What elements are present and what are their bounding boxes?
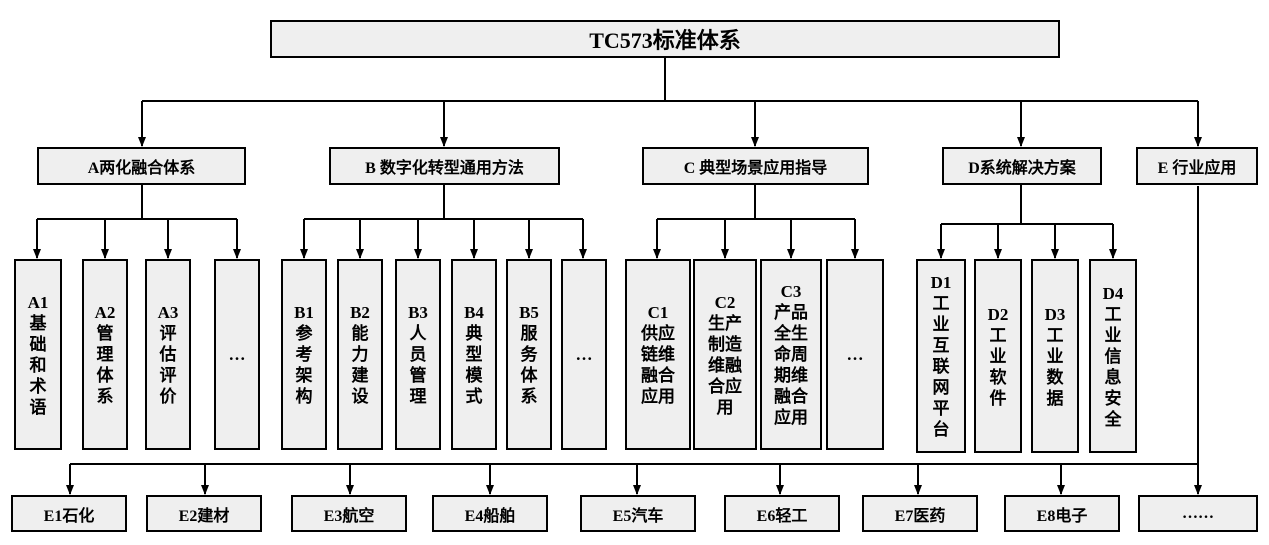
industry-e4: E4船舶 bbox=[432, 495, 548, 532]
leaf-label: 服务体系 bbox=[520, 324, 538, 406]
industry-e2: E2建材 bbox=[146, 495, 262, 532]
leaf-label: 评估评价 bbox=[159, 324, 177, 406]
category-b: B 数字化转型通用方法 bbox=[329, 147, 560, 185]
leaf-code: D1 bbox=[930, 273, 952, 292]
leaf-b1: B1 参考架构 bbox=[281, 259, 327, 450]
leaf-code: B1 bbox=[294, 303, 314, 322]
leaf-code: A2 bbox=[94, 303, 116, 322]
category-c: C 典型场景应用指导 bbox=[642, 147, 869, 185]
leaf-code: D4 bbox=[1102, 283, 1124, 303]
leaf-c3: C3 产品全生命周期维融合应用 bbox=[760, 259, 822, 450]
category-a: A两化融合体系 bbox=[37, 147, 246, 185]
leaf-label: 生产制造维融合应用 bbox=[708, 313, 742, 417]
industry-e8: E8电子 bbox=[1004, 495, 1120, 532]
industry-e6: E6轻工 bbox=[724, 495, 840, 532]
leaf-c-more: … bbox=[826, 259, 884, 450]
leaf-d3: D3 工业数据 bbox=[1031, 259, 1079, 453]
leaf-c2: C2 生产制造维融合应用 bbox=[693, 259, 757, 450]
leaf-label: 工业软件 bbox=[989, 325, 1007, 408]
leaf-code: D2 bbox=[987, 304, 1009, 324]
leaf-code: C3 bbox=[780, 282, 802, 301]
leaf-c1: C1 供应链维融合应用 bbox=[625, 259, 691, 450]
leaf-b2: B2 能力建设 bbox=[337, 259, 383, 450]
leaf-b3: B3 人员管理 bbox=[395, 259, 441, 450]
leaf-d1: D1 工业互联网平台 bbox=[916, 259, 966, 453]
leaf-code: C1 bbox=[647, 303, 669, 322]
leaf-code: B4 bbox=[464, 303, 484, 322]
leaf-d2: D2 工业软件 bbox=[974, 259, 1022, 453]
leaf-d4: D4 工业信息安全 bbox=[1089, 259, 1137, 453]
leaf-label: 能力建设 bbox=[351, 324, 369, 406]
leaf-code: D3 bbox=[1044, 304, 1066, 324]
industry-more: …… bbox=[1138, 495, 1258, 532]
leaf-label: … bbox=[228, 345, 246, 364]
industry-e3: E3航空 bbox=[291, 495, 407, 532]
leaf-label: … bbox=[846, 345, 864, 364]
leaf-label: 工业数据 bbox=[1046, 325, 1064, 408]
leaf-a3: A3 评估评价 bbox=[145, 259, 191, 450]
leaf-code: B5 bbox=[519, 303, 539, 322]
category-d: D系统解决方案 bbox=[942, 147, 1102, 185]
leaf-label: 参考架构 bbox=[295, 324, 313, 406]
leaf-b4: B4 典型模式 bbox=[451, 259, 497, 450]
leaf-a-more: … bbox=[214, 259, 260, 450]
leaf-a1: A1 基础和术语 bbox=[14, 259, 62, 450]
leaf-label: 工业互联网平台 bbox=[932, 294, 950, 439]
leaf-b-more: … bbox=[561, 259, 607, 450]
leaf-label: 管理体系 bbox=[96, 324, 114, 406]
leaf-label: 人员管理 bbox=[409, 324, 427, 406]
leaf-b5: B5 服务体系 bbox=[506, 259, 552, 450]
industry-e5: E5汽车 bbox=[580, 495, 696, 532]
leaf-label: 产品全生命周期维融合应用 bbox=[774, 303, 808, 427]
leaf-code: A3 bbox=[157, 303, 179, 322]
leaf-label: 典型模式 bbox=[465, 324, 483, 406]
category-e: E 行业应用 bbox=[1136, 147, 1258, 185]
industry-e1: E1石化 bbox=[11, 495, 127, 532]
leaf-label: 供应链维融合应用 bbox=[641, 324, 675, 406]
leaf-a2: A2 管理体系 bbox=[82, 259, 128, 450]
leaf-code: B2 bbox=[350, 303, 370, 322]
leaf-label: 工业信息安全 bbox=[1104, 304, 1122, 429]
leaf-code: C2 bbox=[714, 292, 736, 312]
root-node: TC573标准体系 bbox=[270, 20, 1060, 58]
leaf-label: 基础和术语 bbox=[29, 313, 47, 417]
leaf-code: A1 bbox=[27, 292, 49, 312]
leaf-code: B3 bbox=[408, 303, 428, 322]
leaf-label: … bbox=[575, 345, 593, 364]
industry-e7: E7医药 bbox=[862, 495, 978, 532]
